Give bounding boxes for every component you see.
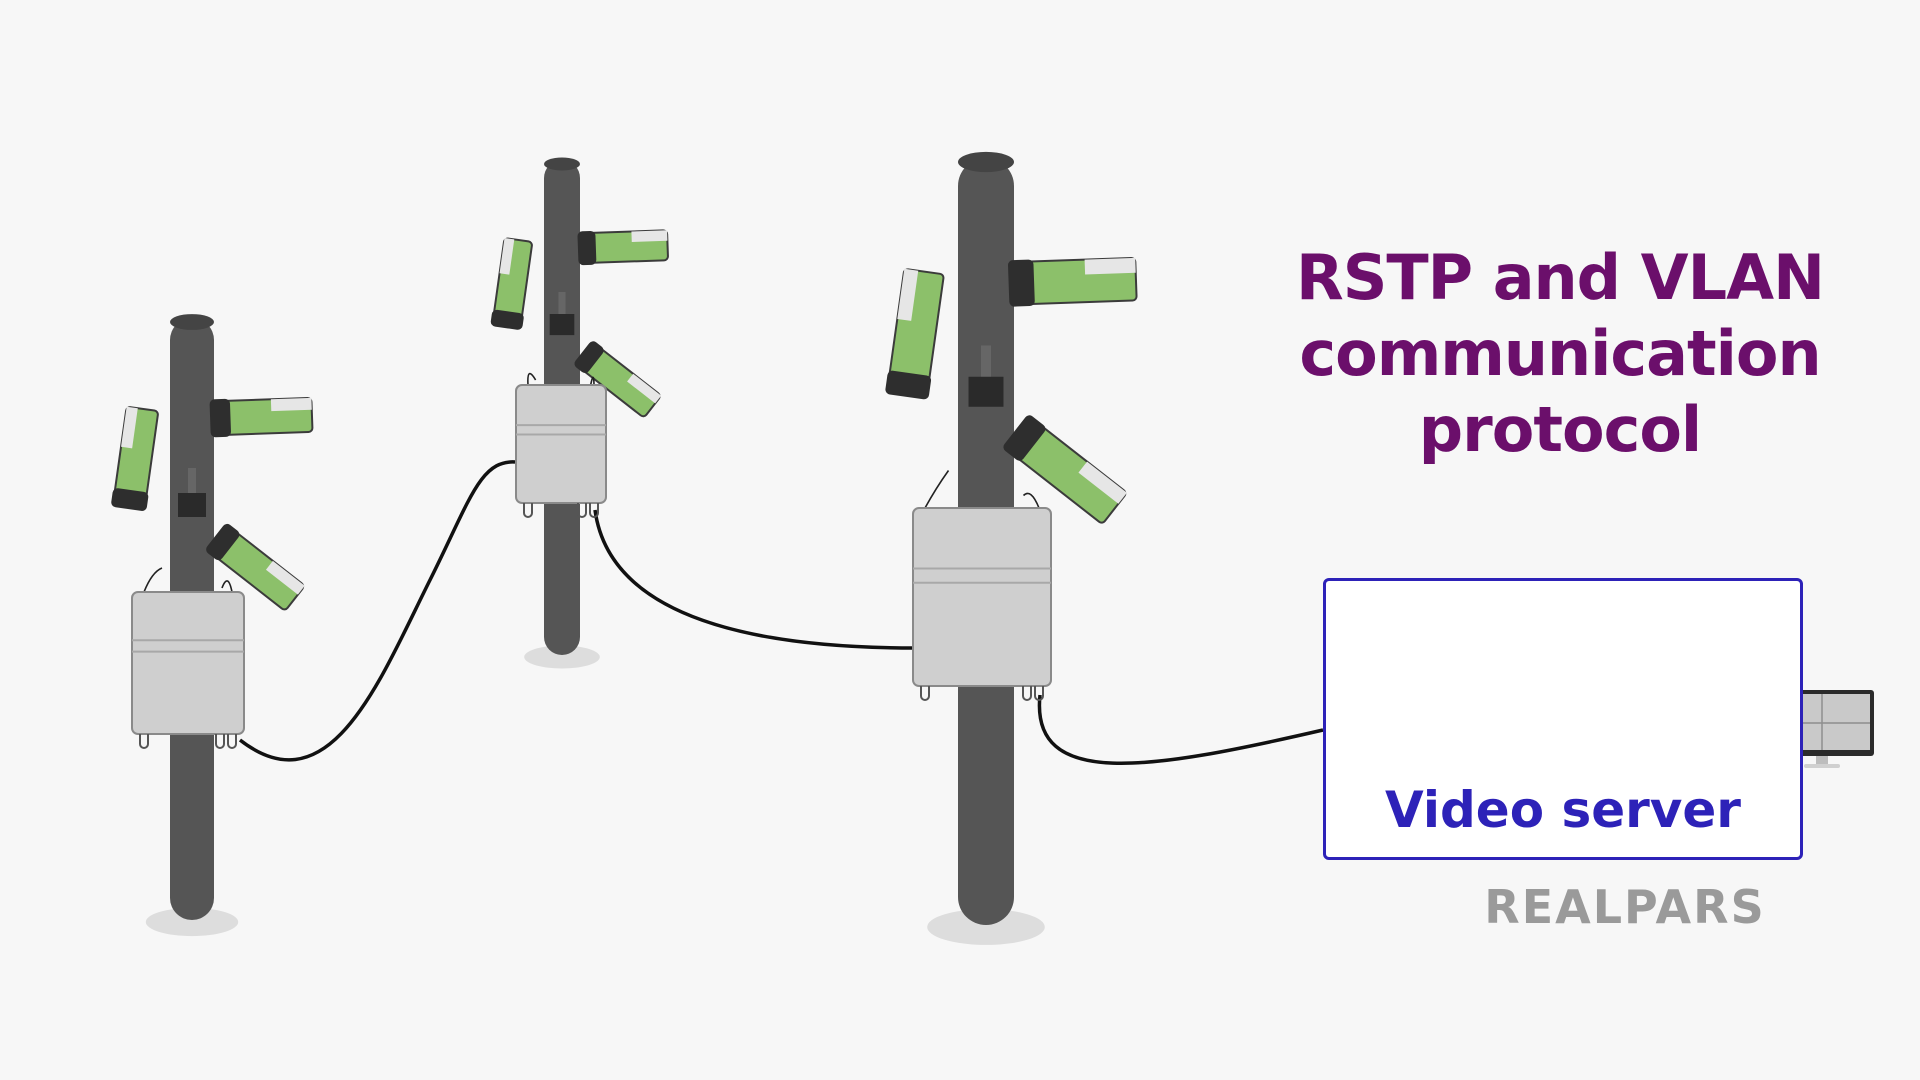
video-server-label: Video server [1385,781,1741,839]
camera-right [1003,415,1127,524]
network-switch-enclosure [131,591,245,735]
camera-left-body [493,237,533,321]
camera-left [885,268,945,400]
camera-left-lens [111,488,149,511]
camera-top-stripe [631,230,668,242]
camera-left-stripe [897,268,919,321]
enclosure-connector [1022,686,1032,701]
camera-wire [221,580,233,593]
camera-top-lens [209,398,231,438]
clamp [178,493,206,517]
camera-top [209,397,314,438]
network-switch-enclosure [515,384,607,504]
diagram-title: RSTP and VLAN communication protocol [1290,240,1830,468]
camera-right-stripe [627,373,662,404]
pole-shadow [145,907,239,937]
camera-right-lens [574,341,604,373]
cable-1 [238,460,516,762]
enclosure-connector [215,734,225,749]
bracket [188,468,196,513]
camera-left [490,237,533,330]
camera-wire [1022,492,1040,509]
camera-left-lens [885,370,932,400]
pole-cap [170,314,214,330]
camera-left-body [113,406,159,501]
camera-top [1007,256,1138,307]
enclosure-connector [920,686,930,701]
title-line-1: RSTP and VLAN [1295,241,1825,314]
enclosure-connector [589,503,599,518]
camera-right [206,523,305,611]
title-line-2: communication [1299,317,1821,390]
pole-shadow [927,909,1045,945]
camera-wire [143,567,163,593]
camera-left-stripe [499,238,515,275]
camera-pole-2 [490,157,669,669]
camera-right-lens [206,523,240,561]
camera-wire [527,372,537,386]
enclosure-connector [227,734,237,749]
monitor-stand [1816,756,1828,764]
enclosure-connector [139,734,149,749]
camera-left-body [888,268,945,387]
enclosure-connector [1034,686,1044,701]
camera-left-stripe [121,406,138,449]
cable-2 [593,509,916,650]
cable-3 [1037,694,1324,765]
bracket [981,345,991,402]
camera-right-stripe [265,560,305,595]
camera-top-stripe [270,397,312,412]
camera-pole-3 [885,151,1138,945]
camera-top-stripe [1084,257,1136,275]
network-switch-enclosure [912,507,1052,687]
camera-wire [924,470,950,509]
camera-right-lens [1003,415,1046,461]
pole-shadow [524,645,600,669]
camera-left [111,406,159,511]
clamp [549,314,575,336]
monitor-base [1804,764,1840,768]
pole-cap [544,157,580,171]
enclosure-connector [577,503,587,518]
title-line-3: protocol [1418,393,1702,466]
realpars-logo: REALPARS [1484,880,1766,934]
camera-right [574,341,662,418]
camera-top-lens [577,230,597,266]
camera-right-stripe [1078,461,1127,504]
video-server-box [1323,578,1803,860]
camera-top [577,229,669,266]
camera-pole-1 [111,314,314,937]
camera-top-lens [1007,259,1035,307]
bracket [558,292,566,332]
enclosure-connector [523,503,533,518]
camera-left-lens [490,309,524,330]
pole-cap [958,151,1014,173]
clamp [968,376,1004,407]
